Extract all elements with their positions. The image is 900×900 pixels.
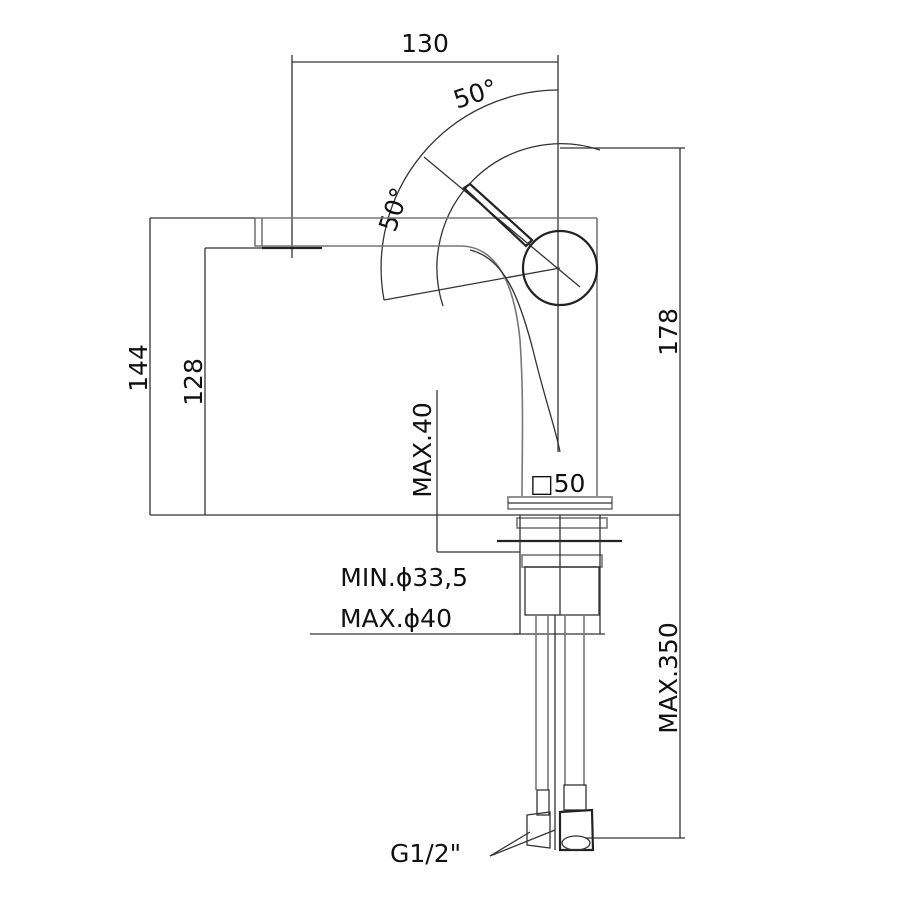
- dimension-178: 178: [560, 147, 685, 838]
- angle-50-left: 50°: [373, 184, 414, 235]
- angle-50-top: 50°: [450, 73, 501, 114]
- max-350-label: MAX.350: [654, 622, 683, 733]
- dimension-max-350: MAX.350: [585, 622, 685, 839]
- dim-178-label: 178: [654, 308, 683, 356]
- max-hole-label: MAX.ϕ40: [340, 604, 452, 633]
- lever-handle: [462, 182, 534, 248]
- connection-label: G1/2": [390, 839, 461, 868]
- supply-hoses: [526, 615, 595, 852]
- mounting-shank: [497, 515, 622, 635]
- faucet-body: □50: [254, 182, 613, 510]
- connection-callout: G1/2": [390, 829, 556, 868]
- dim-130-label: 130: [401, 29, 449, 58]
- lever-angle-arcs: 50° 50°: [373, 73, 601, 307]
- dim-144-label: 144: [124, 344, 153, 392]
- min-hole-label: MIN.ϕ33,5: [340, 563, 468, 592]
- base-square-label: □50: [530, 469, 585, 498]
- dimension-130: 130: [291, 29, 559, 452]
- lever-knob: [521, 229, 599, 307]
- dimension-max-40: MAX.40: [408, 390, 520, 553]
- dimension-144: 144: [124, 217, 680, 516]
- dim-128-label: 128: [179, 358, 208, 406]
- max-40-label: MAX.40: [408, 402, 437, 498]
- dimension-128: 128: [179, 247, 262, 515]
- dimension-max-hole: MAX.ϕ40: [310, 604, 520, 635]
